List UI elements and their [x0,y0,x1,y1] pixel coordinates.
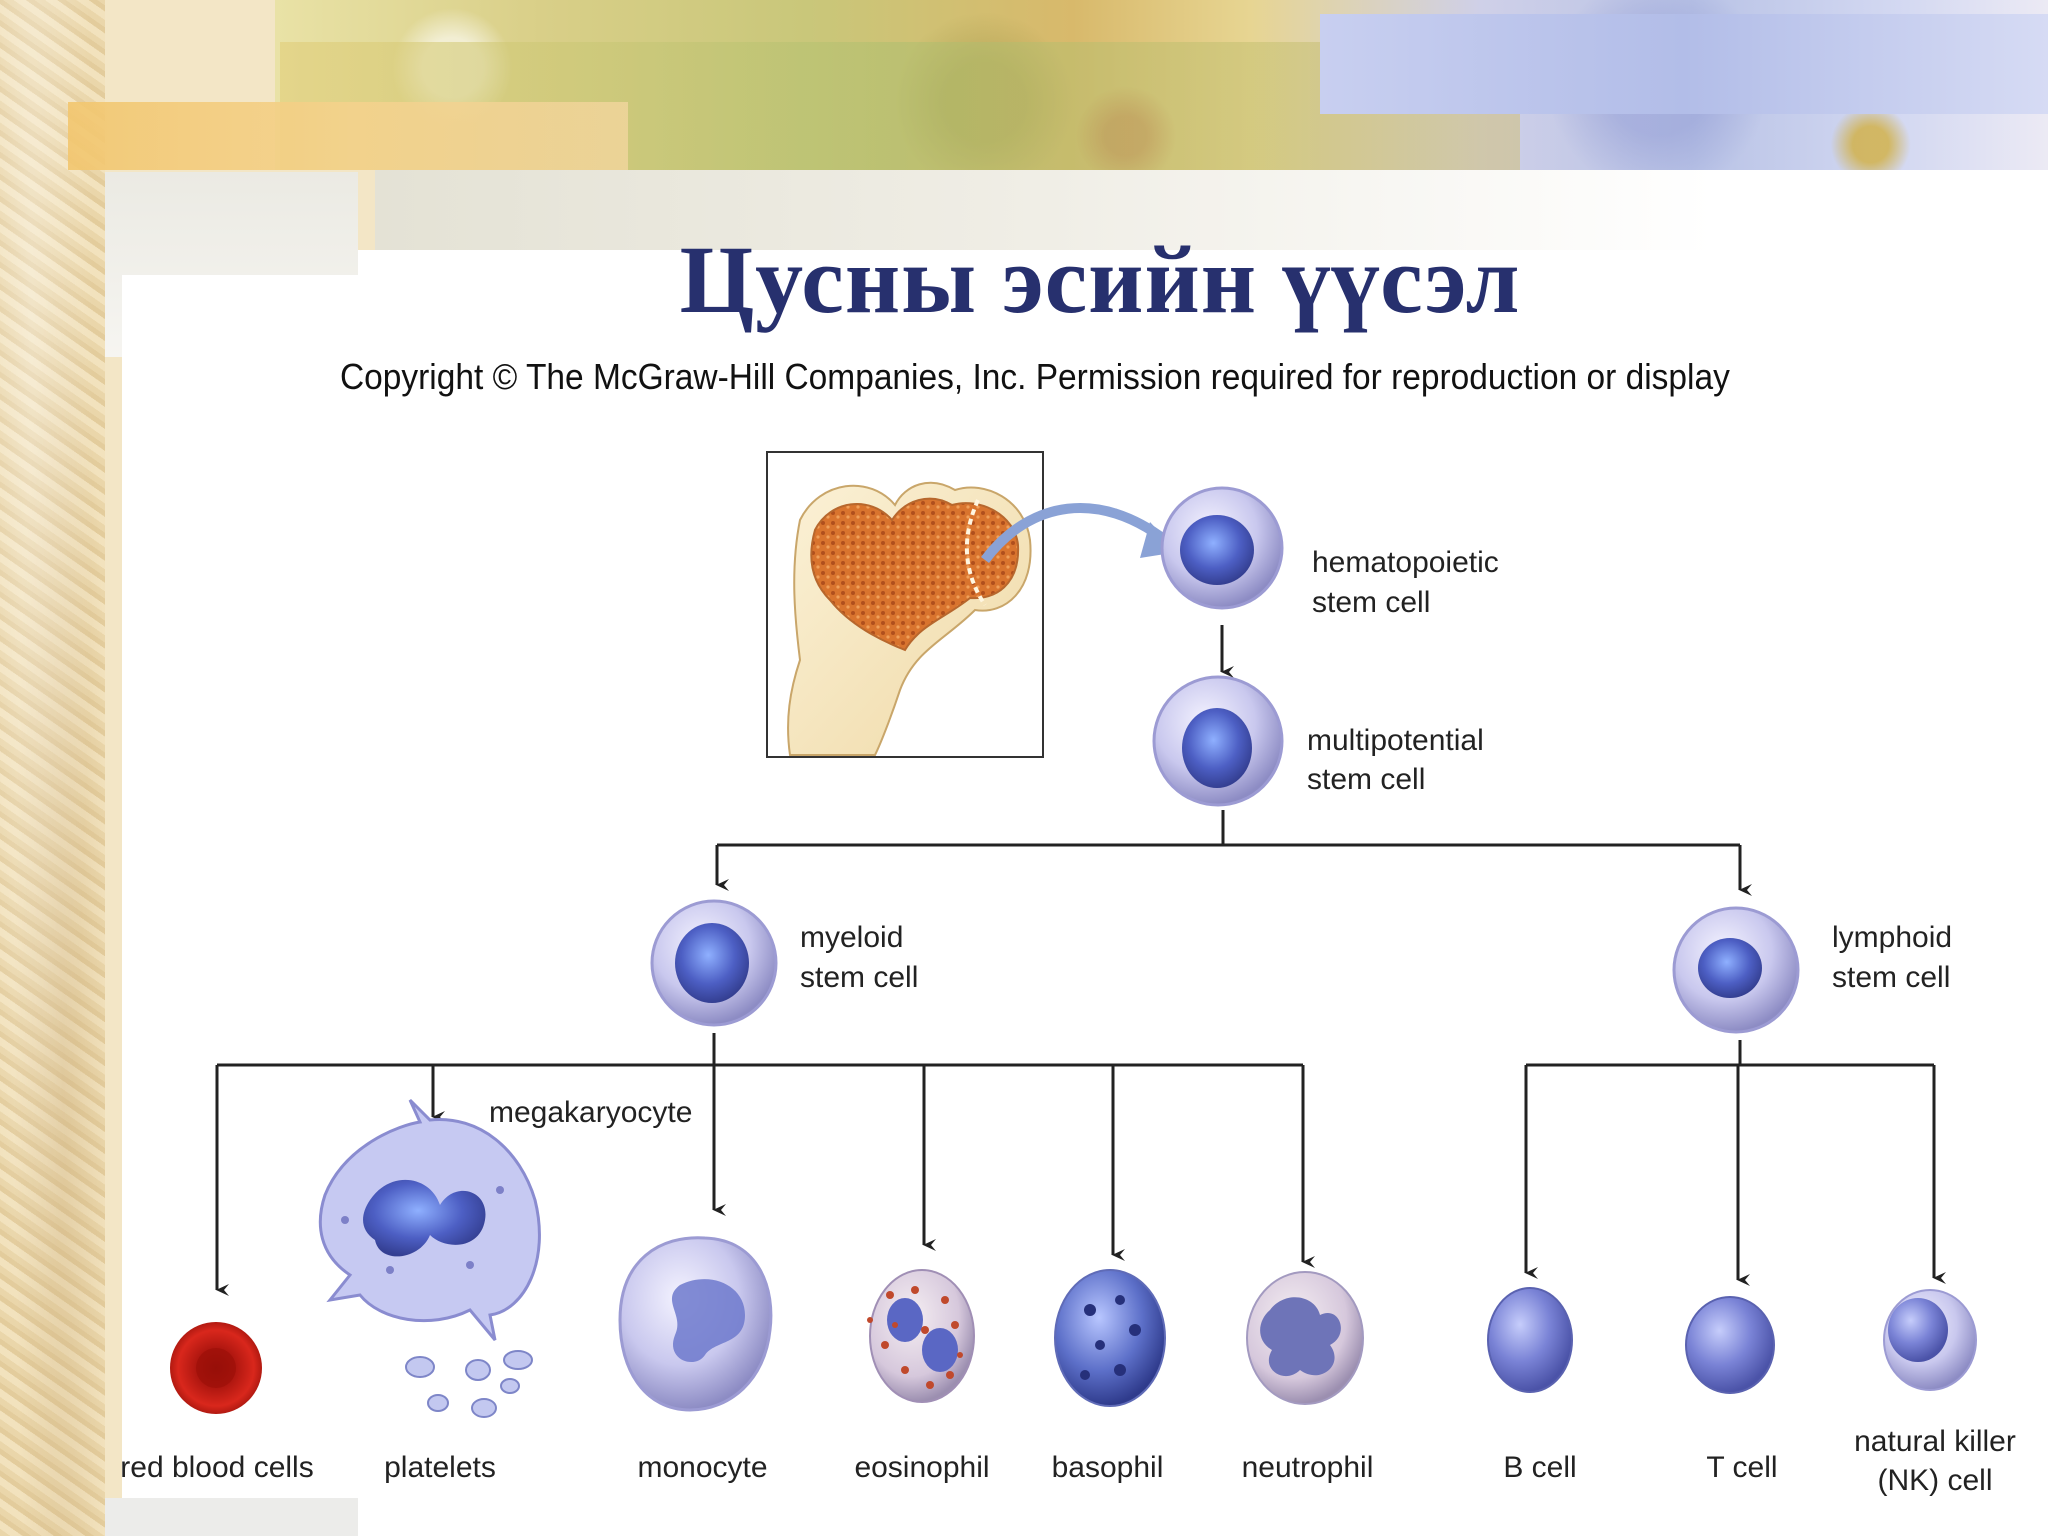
label-hematopoietic-stem: stem cell [1312,586,1431,619]
label-neutrophil: neutrophil [1241,1451,1374,1484]
label-megakaryocyte: megakaryocyte [489,1096,693,1129]
label-platelets: platelets [384,1451,496,1484]
lymphoid-stem-cell [1672,906,1800,1034]
label-b-cell: B cell [1503,1451,1577,1484]
label-nk-cell: (NK) cell [1877,1464,1993,1497]
neutrophil [1246,1271,1364,1405]
label-myeloid: myeloid [800,921,904,954]
basophil [1054,1269,1166,1407]
slide-title: Цусны эсийн үүсэл [679,226,1521,333]
myeloid-stem-cell [650,899,778,1027]
bone-marrow [810,497,1020,652]
parchment-border [0,0,105,1536]
label-myeloid-stem: stem cell [800,961,919,994]
platelets [405,1350,533,1418]
label-lymphoid: lymphoid [1832,921,1953,954]
multipotential-stem-cell [1152,675,1284,807]
label-monocyte: monocyte [637,1451,768,1484]
b-cell [1487,1287,1573,1393]
banner-blue-strip [1320,14,2048,114]
eosinophil [867,1269,975,1403]
growth-plate [964,499,987,607]
banner-gold-strip [68,102,628,170]
bone-inset [766,451,1178,758]
label-multipotential-stem: stem cell [1307,763,1426,796]
red-blood-cell [170,1322,262,1414]
label-multipotential: multipotential [1307,724,1484,757]
copyright-notice: Copyright © The McGraw-Hill Companies, I… [340,356,1730,397]
label-natural-killer: natural killer [1854,1425,2016,1458]
corner-box-bottom [105,1498,358,1536]
monocyte [618,1236,773,1412]
hematopoietic-stem-cell [1160,486,1284,610]
label-eosinophil: eosinophil [854,1451,990,1484]
label-hematopoietic: hematopoietic [1312,546,1499,579]
bone-to-stem-arrow [981,502,1169,564]
label-lymphoid-stem: stem cell [1832,961,1951,994]
t-cell [1685,1296,1775,1394]
megakaryocyte [318,1098,541,1341]
lineage-connectors [215,625,1946,1296]
label-red-blood-cells: red blood cells [120,1451,314,1484]
label-t-cell: T cell [1706,1451,1778,1484]
nk-cell [1883,1289,1977,1391]
label-basophil: basophil [1051,1451,1164,1484]
